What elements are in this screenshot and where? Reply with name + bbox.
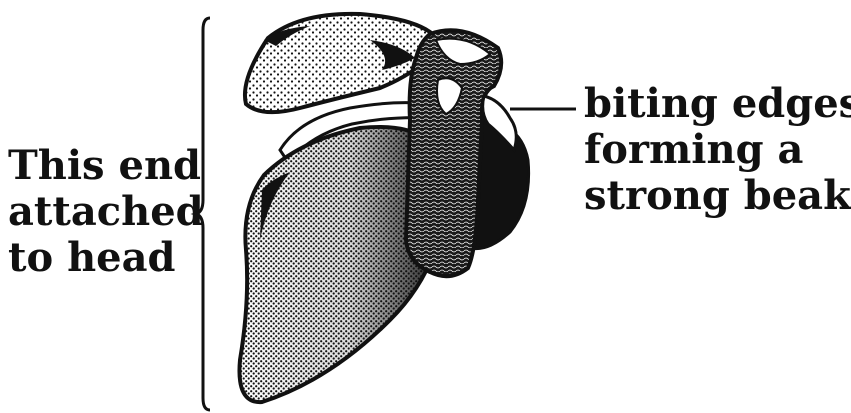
left-label: This end attached to head: [8, 146, 204, 284]
right-label-line-1: biting edges: [584, 84, 851, 130]
left-label-line-2: attached: [8, 192, 204, 238]
upper-jaw-piece: [245, 14, 430, 112]
right-label-line-2: forming a: [584, 130, 851, 176]
left-label-line-1: This end: [8, 146, 204, 192]
right-label-line-3: strong beak: [584, 176, 851, 222]
left-label-line-3: to head: [8, 238, 204, 284]
right-label: biting edges forming a strong beak: [584, 84, 851, 222]
